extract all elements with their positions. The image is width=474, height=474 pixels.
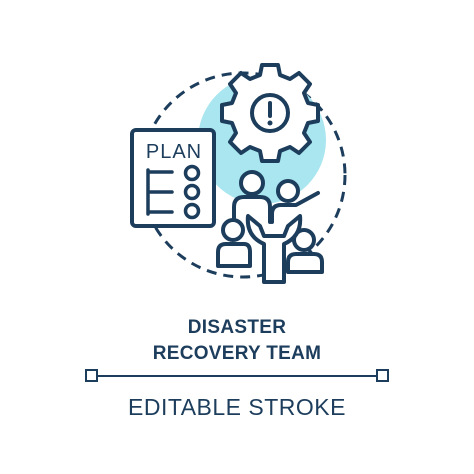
- editable-stroke-line: [85, 369, 389, 382]
- stroke-handle-right: [376, 369, 389, 382]
- plan-checklist-icon: PLAN: [130, 128, 216, 228]
- stroke-handle-left: [85, 369, 98, 382]
- gear-alert-icon: [220, 63, 320, 163]
- plan-label: PLAN: [146, 141, 202, 163]
- editable-stroke-label: EDITABLE STROKE: [128, 394, 346, 420]
- team-people-icon: [216, 170, 324, 274]
- wrench-icon: [245, 214, 303, 284]
- caption-line-1: DISASTER: [187, 317, 287, 338]
- caption-line-2: RECOVERY TEAM: [152, 343, 322, 364]
- disaster-recovery-team-icon: PLAN: [130, 63, 347, 284]
